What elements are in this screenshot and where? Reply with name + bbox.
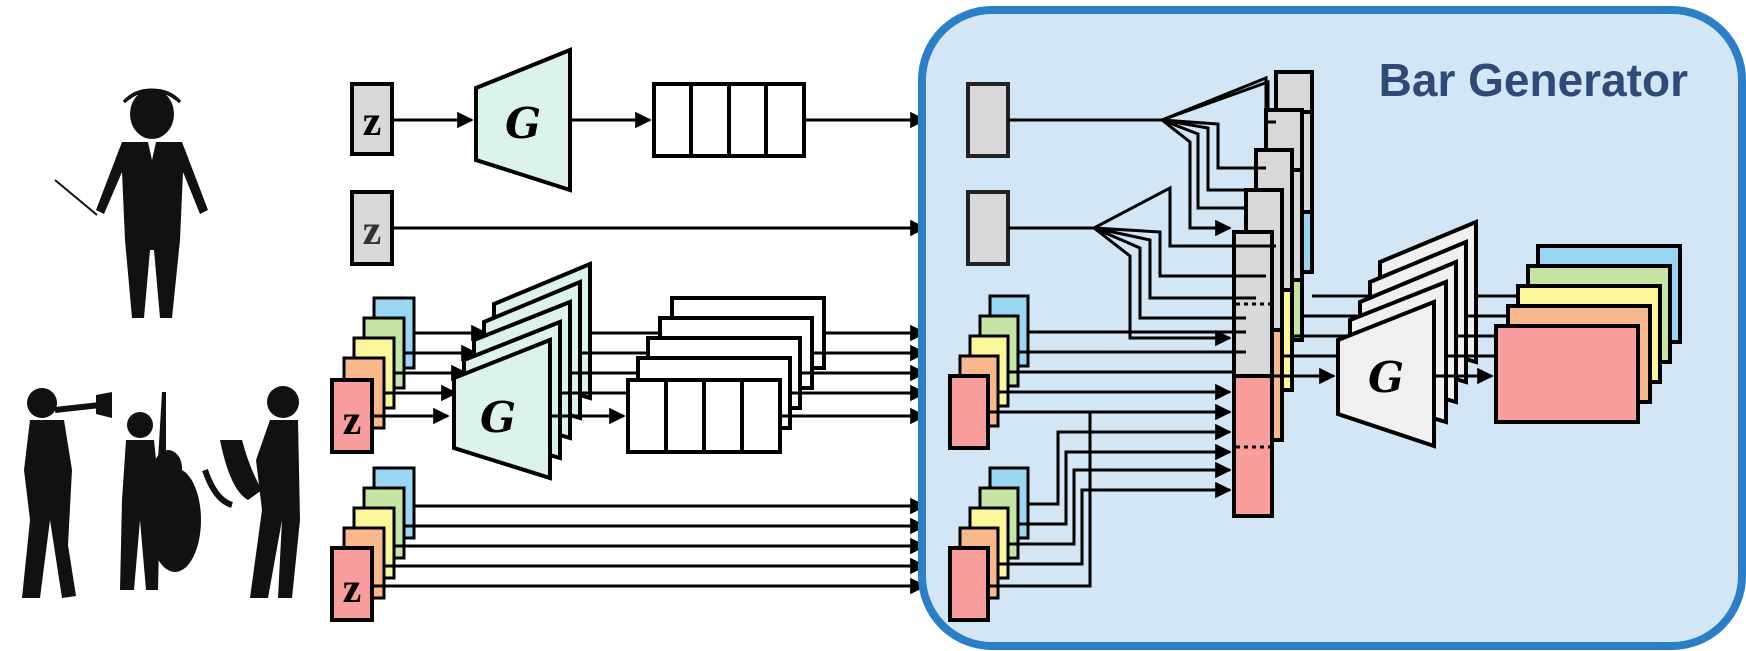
- conductor-icon: [54, 88, 208, 318]
- svg-text:z: z: [363, 208, 382, 254]
- track-temporal-sequences: [626, 296, 826, 454]
- style-broadcast-lines: [1008, 185, 1276, 347]
- svg-text:G: G: [505, 99, 541, 148]
- groove-lines: [988, 410, 1232, 588]
- output-bars: [1494, 244, 1682, 424]
- chords-latent-input: [966, 82, 1010, 158]
- trumpet-player-icon: [22, 388, 112, 598]
- svg-text:z: z: [343, 398, 362, 444]
- bar-generator-frame: [918, 6, 1746, 650]
- groove-noise-stack: z: [330, 466, 416, 622]
- track-temporal-generators: [452, 261, 592, 481]
- temporal-generator: G: [474, 47, 572, 193]
- chords-noise-input: z: [350, 82, 394, 156]
- saxophone-player-icon: [202, 386, 300, 598]
- melody-noise-stack: z: [330, 296, 416, 454]
- svg-text:z: z: [343, 566, 362, 612]
- chords-broadcast-lines: [1008, 75, 1276, 237]
- bass-player-icon: [120, 392, 201, 590]
- svg-text:z: z: [363, 99, 382, 145]
- bar-generator-label: G: [1368, 353, 1404, 402]
- concatenated-latents: [1232, 70, 1314, 518]
- bar-generators: [1336, 219, 1478, 449]
- style-noise-input: z: [350, 190, 394, 266]
- bar-generator-title: Bar Generator: [1379, 54, 1688, 106]
- style-latent-input: [966, 190, 1010, 266]
- temporal-latent-sequence: [652, 82, 806, 158]
- track-generator-label: G: [480, 393, 516, 442]
